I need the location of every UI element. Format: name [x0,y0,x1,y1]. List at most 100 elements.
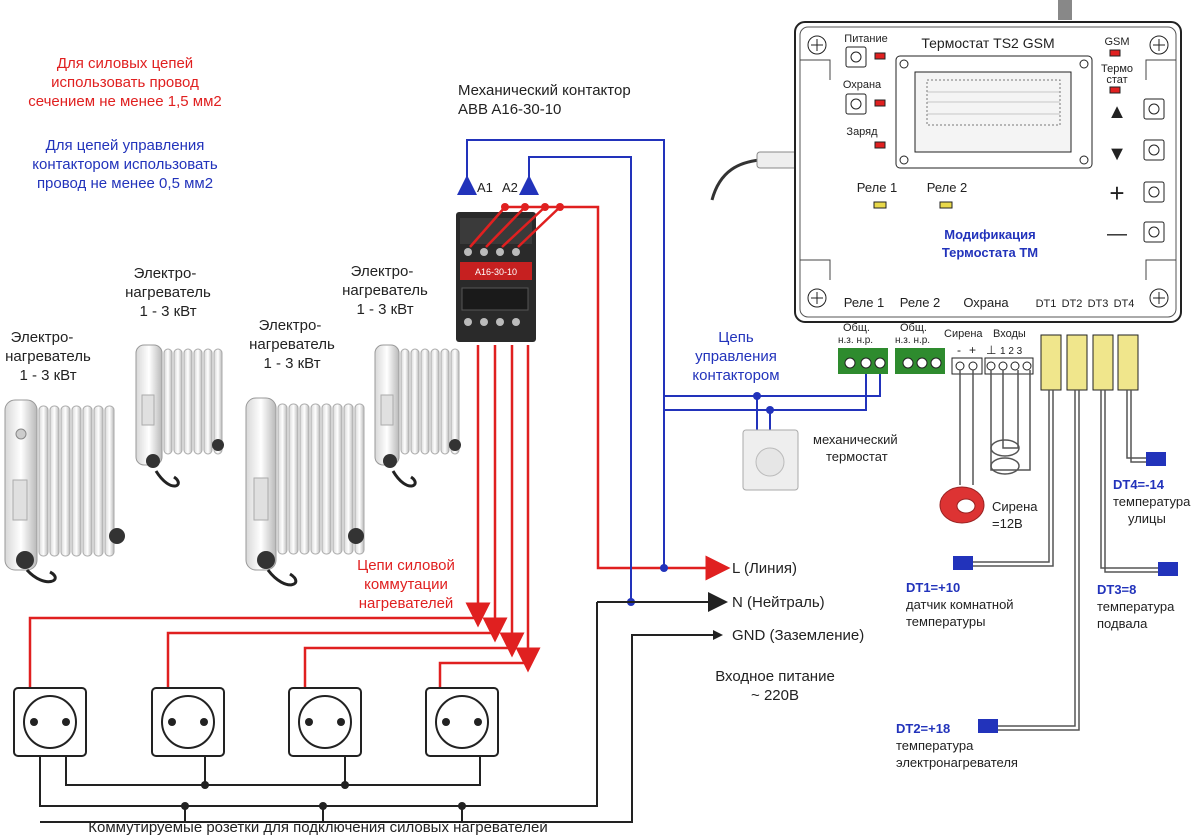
svg-text:коммутации: коммутации [364,576,448,593]
svg-text:Термостата ТМ: Термостата ТМ [942,245,1038,260]
svg-text:Электро-: Электро- [259,317,322,334]
svg-text:Реле 1: Реле 1 [844,295,885,310]
device-labels: Термостат TS2 GSM Питание Охрана Заряд G… [843,33,1135,310]
svg-text:Питание: Питание [844,33,887,45]
svg-text:1 2 3: 1 2 3 [1000,346,1023,357]
svg-text:использовать провод: использовать провод [51,74,199,91]
svg-text:Охрана: Охрана [963,295,1009,310]
svg-text:Электро-: Электро- [351,263,414,280]
supply-labels: L (Линия) N (Нейтраль) GND (Заземление) … [715,560,864,704]
svg-text:сечением не менее 1,5 мм2: сечением не менее 1,5 мм2 [28,93,222,110]
svg-text:=12В: =12В [992,516,1023,531]
svg-text:контактором: контактором [692,367,779,384]
socket [425,687,499,757]
svg-text:н.з. н.р.: н.з. н.р. [838,335,873,346]
svg-text:Для силовых цепей: Для силовых цепей [57,55,193,72]
siren [939,486,985,524]
contactor-a1-label: A1 [477,180,493,195]
svg-text:подвала: подвала [1097,616,1148,631]
svg-text:Реле 2: Реле 2 [927,180,968,195]
svg-text:нагревателей: нагревателей [359,595,454,612]
svg-text:провод не менее 0,5 мм2: провод не менее 0,5 мм2 [37,175,213,192]
sensor-dt4-title: DT4=-14 [1113,477,1165,492]
mechanical-thermostat [742,429,799,491]
device-title: Термостат TS2 GSM [921,35,1054,51]
svg-text:стат: стат [1106,74,1127,86]
svg-text:н.з. н.р.: н.з. н.р. [895,335,930,346]
svg-text:управления: управления [695,348,777,365]
svg-text:электронагревателя: электронагревателя [896,755,1018,770]
svg-text:DT3: DT3 [1088,298,1109,310]
socket [13,687,87,757]
heaters [4,344,461,587]
oil-radiator [135,344,224,488]
svg-text:Для цепей управления: Для цепей управления [46,137,205,154]
svg-text:Охрана: Охрана [843,79,882,91]
svg-text:1 - 3 кВт: 1 - 3 кВт [263,355,320,372]
sockets-caption: Коммутируемые розетки для подключения си… [88,819,548,835]
oil-radiator [245,397,365,587]
terminal-labels: Общ. н.з. н.р. Общ. н.з. н.р. Сирена - +… [838,322,1026,357]
line-GND-label: GND (Заземление) [732,627,864,644]
svg-text:температура: температура [1113,494,1191,509]
mech-thermostat-label: механический термостат [813,432,898,464]
svg-text:Общ.: Общ. [900,322,927,334]
contactor-title: Механический контактор ABB A16-30-10 [458,82,631,118]
contactor-face-label: A16-30-10 [475,267,517,277]
svg-text:Сирена: Сирена [992,499,1038,514]
svg-text:DT1: DT1 [1036,298,1057,310]
oil-radiator [374,344,461,488]
plus-button-icon: + [1109,178,1124,208]
svg-text:1 - 3 кВт: 1 - 3 кВт [356,301,413,318]
svg-text:1 - 3 кВт: 1 - 3 кВт [139,303,196,320]
svg-text:Электро-: Электро- [134,265,197,282]
supply-lines [39,592,728,823]
svg-text:датчик комнатной: датчик комнатной [906,597,1014,612]
svg-text:Общ.: Общ. [843,322,870,334]
svg-text:Термо: Термо [1101,63,1133,75]
down-button-icon: ▼ [1107,143,1127,165]
control-wire-note: Для цепей управления контактором использ… [32,137,218,192]
svg-text:механический: механический [813,432,898,447]
ts2-gsm-device [710,0,1182,323]
svg-text:GSM: GSM [1104,36,1129,48]
svg-text:Электро-: Электро- [11,329,74,346]
svg-text:Входы: Входы [993,328,1026,340]
heater-power-wires [28,345,541,720]
svg-text:⊥: ⊥ [986,343,996,357]
svg-text:Механический контактор: Механический контактор [458,82,631,99]
contactor-top-power-wires [469,205,731,581]
socket [288,687,362,757]
svg-text:температура: температура [896,738,974,753]
svg-text:улицы: улицы [1128,511,1166,526]
sockets [13,687,499,757]
oil-radiator [4,399,125,584]
sensor-dt1-title: DT1=+10 [906,580,960,595]
svg-text:нагреватель: нагреватель [342,282,428,299]
heater-labels: Электро- нагреватель 1 - 3 кВт Электро- … [5,263,428,384]
svg-text:Цепь: Цепь [718,329,754,346]
socket [151,687,225,757]
svg-text:Реле 1: Реле 1 [857,180,898,195]
svg-text:-: - [957,343,961,357]
sensor-wires [959,370,1160,731]
svg-text:DT4: DT4 [1114,298,1135,310]
svg-text:1 - 3 кВт: 1 - 3 кВт [19,367,76,384]
svg-text:нагреватель: нагреватель [5,348,91,365]
svg-text:термостат: термостат [826,449,888,464]
contactor-control-wires [457,139,881,602]
power-wire-note: Для силовых цепей использовать провод се… [28,55,222,110]
contactor: A16-30-10 [456,212,536,342]
svg-text:Входное питание: Входное питание [715,668,835,685]
svg-text:Заряд: Заряд [846,126,878,138]
minus-button-icon: — [1107,223,1127,245]
svg-text:Модификация: Модификация [944,227,1036,242]
contactor-a2-label: A2 [502,180,518,195]
siren-label: Сирена =12В [992,499,1038,531]
svg-text:Сирена: Сирена [944,328,983,340]
sensor-probes [953,452,1178,733]
svg-text:Реле 2: Реле 2 [900,295,941,310]
control-circuit-label: Цепь управления контактором [692,329,779,384]
power-circuit-label: Цепи силовой коммутации нагревателей [357,557,455,612]
